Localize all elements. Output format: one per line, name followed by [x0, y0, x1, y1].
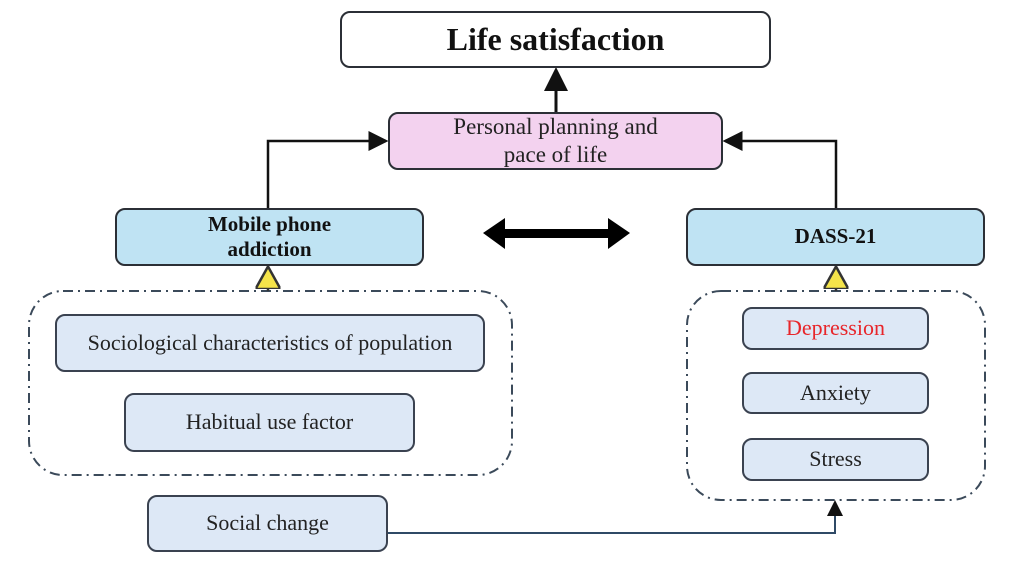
personal-planning-label: Personal planning and pace of life	[453, 114, 658, 167]
social-change-label: Social change	[206, 510, 329, 536]
arrow-social-change-to-dass	[388, 500, 843, 534]
arrow-dass-to-planning	[722, 131, 838, 208]
anxiety-box: Anxiety	[742, 372, 929, 414]
habitual-use-factor-box: Habitual use factor	[124, 393, 415, 452]
depression-label: Depression	[786, 315, 885, 341]
habitual-use-factor-label: Habitual use factor	[185, 409, 354, 435]
left-group-border	[28, 290, 513, 476]
arrow-mobile-to-planning	[266, 131, 389, 208]
anxiety-label: Anxiety	[800, 379, 871, 405]
mobile-phone-addiction-label: Mobile phone addiction	[207, 211, 332, 261]
mobile-phone-addiction-box: Mobile phone addiction	[115, 208, 424, 266]
dass21-label: DASS-21	[794, 224, 877, 249]
stress-box: Stress	[742, 438, 929, 481]
stress-label: Stress	[809, 446, 862, 472]
personal-planning-box: Personal planning and pace of life	[388, 112, 723, 170]
life-satisfaction-label: Life satisfaction	[446, 21, 665, 58]
social-change-box: Social change	[147, 495, 388, 552]
dass21-box: DASS-21	[686, 208, 985, 266]
depression-box: Depression	[742, 307, 929, 350]
sociological-characteristics-label: Sociological characteristics of populati…	[87, 329, 453, 355]
double-arrow-icon	[483, 218, 630, 249]
life-satisfaction-box: Life satisfaction	[340, 11, 771, 68]
sociological-characteristics-box: Sociological characteristics of populati…	[55, 314, 485, 372]
